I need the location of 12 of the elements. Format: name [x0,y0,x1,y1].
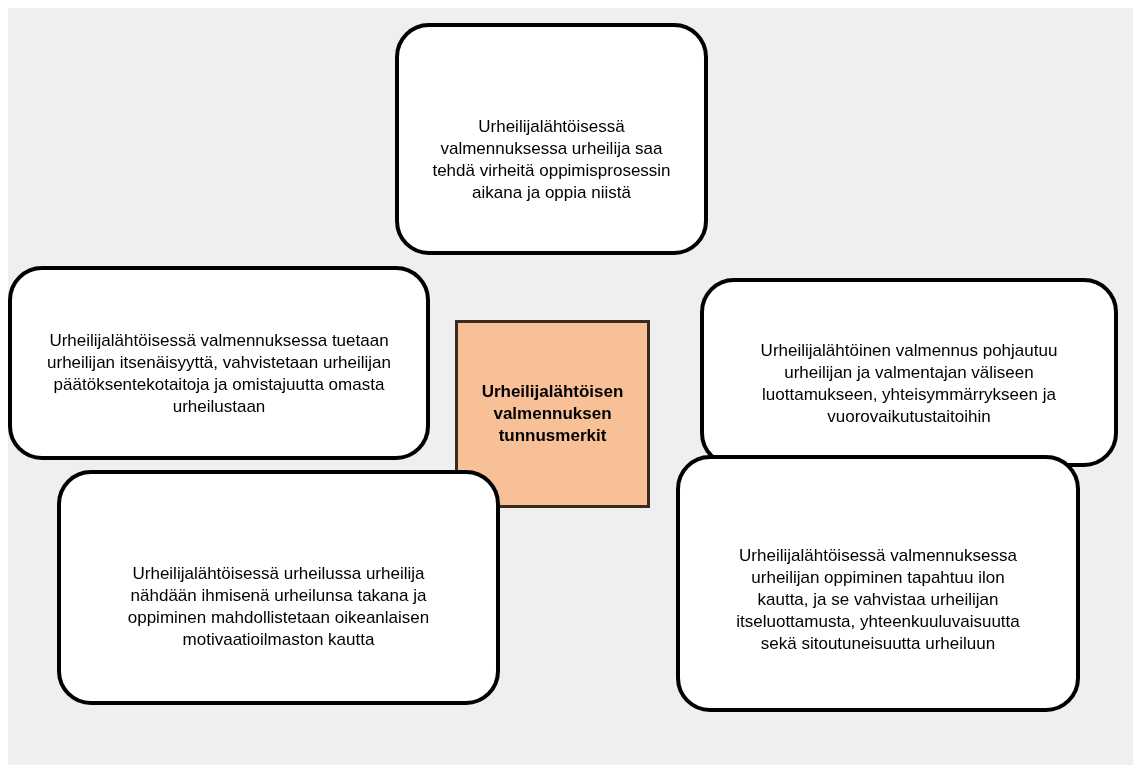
card-text: Urheilijalähtöisessä valmennuksessa urheilijan oppiminen tapahtuu ilon kautta, ja se vahvistaa urheilijan itseluottamusta, yhteenkuuluvaisuutta sekä sitoutuneisuutta urheiluun [735,544,1021,655]
center-title: Urheilijalähtöisen valmennuksen tunnusmerkit [480,381,625,447]
card-text: Urheilijalähtöinen valmennus pohjautuu urheilijan ja valmentajan väliseen luottamukseen, yhteisymmärrykseen ja vuorovaikutustaitoihin [759,339,1059,428]
center-box [455,320,650,508]
text-card [676,455,1080,712]
text-card [57,470,500,705]
card-text: Urheilijalähtöisessä urheilussa urheilija nähdään ihmisenä urheilunsa takana ja oppiminen mahdollistetaan oikeanlaisen motivaatioilmaston kautta [126,562,431,651]
text-card [395,23,708,255]
card-text: Urheilijalähtöisessä valmennuksessa urheilija saa tehdä virheitä oppimisprosessin aikana ja oppia niistä [431,116,672,204]
card-text: Urheilijalähtöisessä valmennuksessa tuetaan urheilijan itsenäisyyttä, vahvistetaan urheilijan päätöksentekotaitoja ja omistajuutta omasta urheilustaan [46,330,392,418]
text-card [700,278,1118,467]
text-card [8,266,430,460]
